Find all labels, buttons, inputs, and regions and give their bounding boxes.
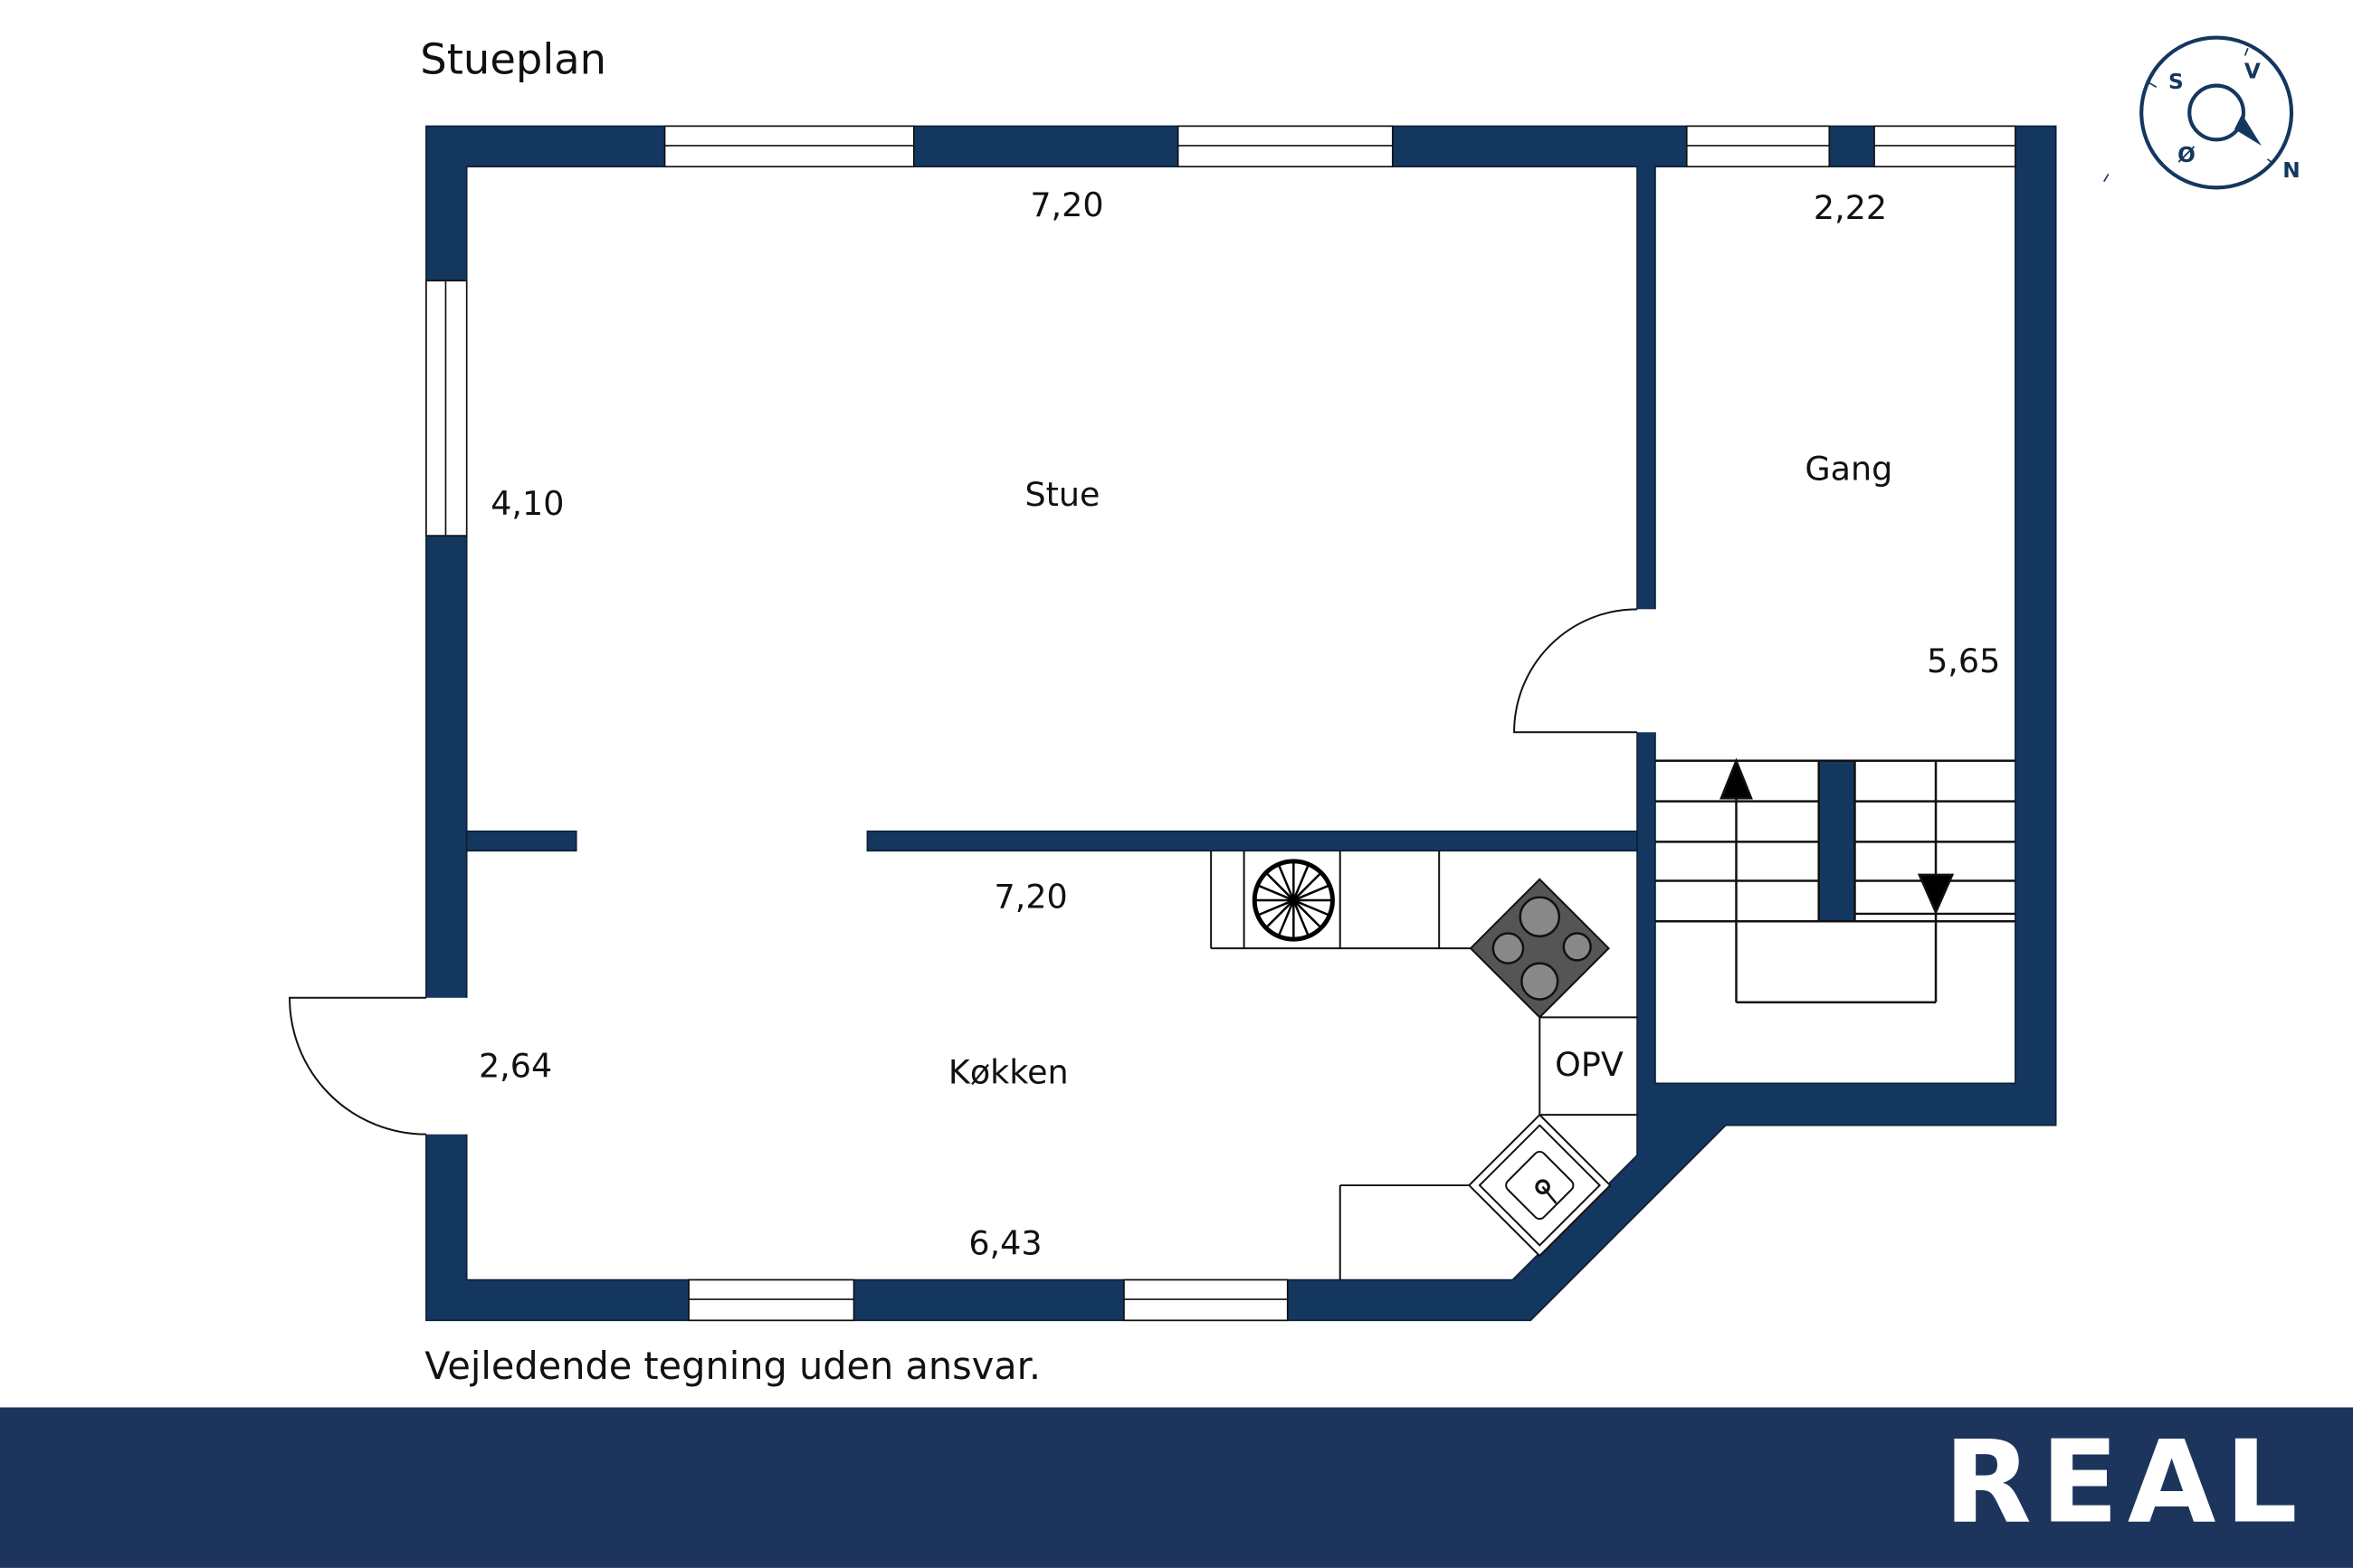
door-gap (424, 997, 469, 1135)
outer-walls (425, 125, 2057, 1322)
room-label-stue: Stue (1024, 475, 1100, 514)
dimension-stue-width: 7,20 (1030, 185, 1103, 224)
dimension-kokken-width-bottom: 6,43 (968, 1223, 1042, 1262)
compass-v: V (2244, 59, 2261, 83)
sink-icon (1467, 1113, 1612, 1258)
kitchen-counters (1210, 851, 1638, 1280)
dimension-gang-width: 2,22 (1814, 188, 1887, 227)
stair-down-arrow (1917, 873, 1955, 916)
door-gap (1635, 609, 1657, 733)
door-swing-stue (1513, 608, 1638, 734)
dimension-stue-depth: 4,10 (491, 484, 564, 523)
footer-banner (0, 1407, 2353, 1568)
stair-up-arrow (1720, 757, 1753, 800)
door-swing-entrance (289, 996, 426, 1136)
fixture-label-opv: OPV (1555, 1045, 1624, 1084)
room-label-kokken: Køkken (948, 1052, 1069, 1091)
windows (425, 125, 2016, 1322)
plan-title: Stueplan (420, 34, 606, 83)
partition-wall-right (866, 830, 1638, 852)
staircase (1654, 757, 2015, 1004)
cooktop-icon (1469, 878, 1610, 1019)
compass-s: S (2168, 70, 2184, 94)
partition-wall-left (465, 830, 577, 852)
room-label-gang: Gang (1805, 450, 1892, 489)
dimension-kokken-depth: 2,64 (479, 1047, 552, 1086)
dimension-gang-depth: 5,65 (1927, 641, 2000, 680)
compass-o: Ø (2177, 143, 2196, 167)
oven-fan-icon (1252, 859, 1335, 942)
compass-n: N (2282, 158, 2300, 183)
compass-icon: S V Ø N (2103, 35, 2301, 190)
brand-logo: REAL (1944, 1415, 2307, 1548)
dimension-kokken-width-top: 7,20 (995, 877, 1068, 916)
disclaimer: Vejledende tegning uden ansvar. (424, 1345, 1041, 1388)
